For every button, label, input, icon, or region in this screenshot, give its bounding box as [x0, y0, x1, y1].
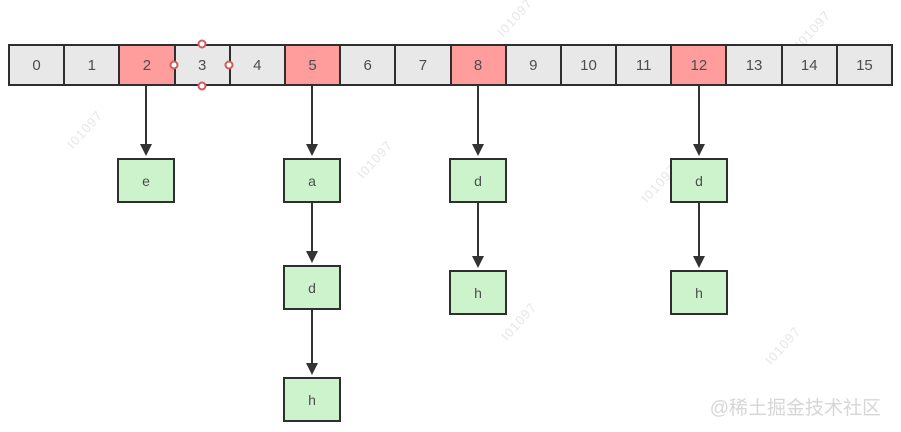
down-arrow-icon	[471, 86, 485, 156]
down-arrow-icon	[139, 86, 153, 156]
cell-index-label: 3	[197, 56, 207, 74]
cell-index-label: 13	[745, 56, 763, 74]
list-node: d	[283, 265, 341, 310]
array-cell-4: 4	[228, 44, 286, 86]
selection-handle-bottom	[197, 81, 207, 91]
list-node: h	[283, 377, 341, 422]
cell-index-label: 0	[32, 56, 41, 74]
diagonal-watermark: I01097	[63, 107, 106, 152]
cell-index-label: 6	[363, 56, 372, 74]
cell-index-label: 5	[308, 56, 317, 74]
selection-handle-left	[169, 60, 179, 70]
list-node: h	[670, 270, 728, 315]
list-node: d	[449, 158, 507, 203]
down-arrow-icon	[692, 86, 706, 156]
cell-index-label: 14	[800, 56, 818, 74]
node-value: e	[142, 172, 150, 189]
down-arrow-icon	[471, 203, 485, 268]
diagonal-watermark: I01097	[761, 323, 804, 368]
array-cell-15: 15	[835, 44, 893, 86]
array-cell-13: 13	[725, 44, 783, 86]
array-cell-7: 7	[394, 44, 452, 86]
array-cell-0: 0	[8, 44, 66, 86]
node-value: h	[308, 391, 316, 408]
cell-index-label: 12	[690, 56, 708, 74]
array-cell-11: 11	[615, 44, 673, 86]
array-cell-3-selected: 3	[173, 44, 231, 86]
down-arrow-icon	[305, 203, 319, 263]
node-value: h	[695, 284, 703, 301]
array-cell-12-highlighted: 12	[670, 44, 728, 86]
cell-index-label: 1	[87, 56, 96, 74]
array-cell-5-highlighted: 5	[283, 44, 342, 86]
node-value: h	[474, 284, 482, 301]
bucket-array: 0 1 2 3 4 5 6 7 8 9 10 11 12 13 14 15	[8, 39, 893, 91]
cell-index-label: 7	[418, 56, 428, 74]
node-value: a	[308, 172, 316, 189]
list-node: d	[670, 158, 728, 203]
array-cell-2-highlighted: 2	[118, 44, 176, 86]
down-arrow-icon	[305, 310, 319, 375]
diagonal-watermark: I01097	[353, 137, 396, 182]
array-cell-1: 1	[63, 44, 121, 86]
selection-handle-top	[197, 39, 207, 49]
list-node: e	[117, 158, 175, 203]
cell-index-label: 4	[253, 56, 262, 74]
cell-index-label: 11	[635, 56, 652, 74]
down-arrow-icon	[692, 203, 706, 268]
cell-index-label: 15	[856, 56, 873, 74]
cell-index-label: 10	[580, 56, 597, 74]
array-cell-9: 9	[504, 44, 562, 86]
array-cell-14: 14	[780, 44, 838, 86]
array-cell-8-highlighted: 8	[449, 44, 507, 86]
node-value: d	[474, 172, 482, 189]
juejin-community-watermark: @稀土掘金技术社区	[709, 398, 881, 419]
down-arrow-icon	[305, 86, 319, 156]
list-node: a	[283, 158, 341, 203]
cell-index-label: 2	[142, 56, 152, 74]
diagonal-watermark: I01097	[493, 0, 536, 40]
list-node: h	[449, 270, 507, 315]
selection-handle-right	[224, 60, 234, 70]
node-value: d	[308, 279, 316, 296]
cell-index-label: 8	[473, 56, 483, 74]
cell-index-label: 9	[529, 56, 538, 74]
array-cell-10: 10	[559, 44, 618, 86]
array-cell-6: 6	[339, 44, 397, 86]
node-value: d	[695, 172, 703, 189]
